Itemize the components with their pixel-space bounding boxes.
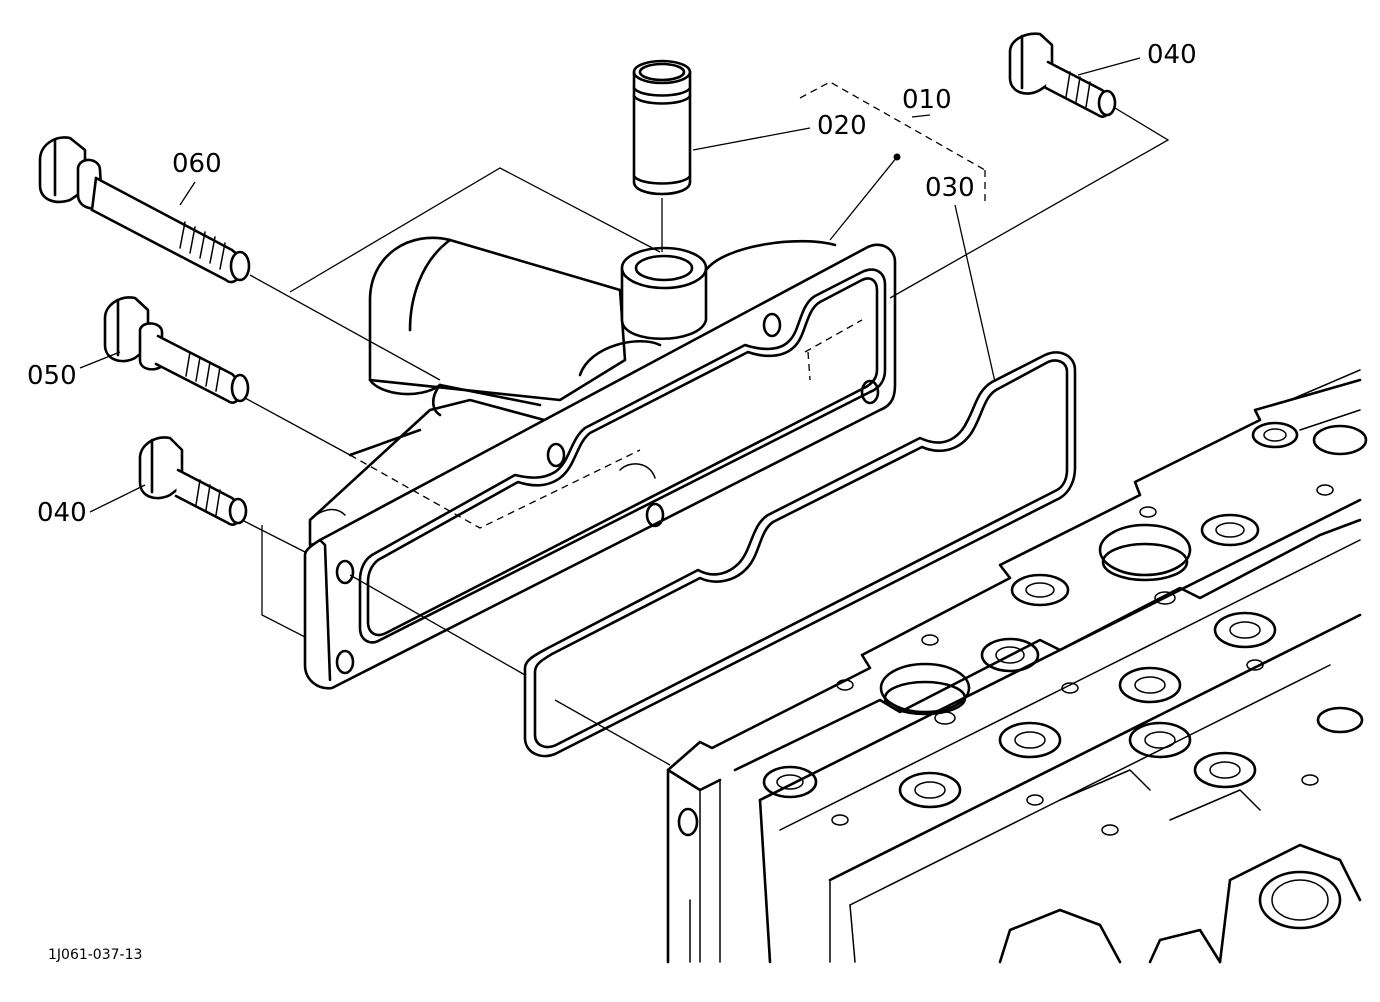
- bolt-part-050: [103, 296, 250, 404]
- pipe-part-020: [632, 59, 692, 196]
- bolt-part-040-left: [138, 436, 248, 526]
- callout-010: 010: [902, 85, 952, 115]
- gasket-part-030: [523, 351, 1077, 758]
- callout-050: 050: [27, 361, 77, 391]
- callout-040-left: 040: [37, 498, 87, 528]
- bolt-part-040-top: [1008, 32, 1117, 118]
- callout-030: 030: [925, 173, 975, 203]
- assembly-lines: [241, 81, 1170, 766]
- bolt-part-060: [38, 136, 251, 284]
- callout-020: 020: [817, 111, 867, 141]
- cylinder-head: [666, 369, 1368, 964]
- housing-assembly: [303, 236, 897, 690]
- callout-leaders: [79, 57, 1141, 513]
- callout-060: 060: [172, 149, 222, 179]
- figure-id: 1J061-037-13: [48, 947, 142, 963]
- callout-040-top: 040: [1147, 40, 1197, 70]
